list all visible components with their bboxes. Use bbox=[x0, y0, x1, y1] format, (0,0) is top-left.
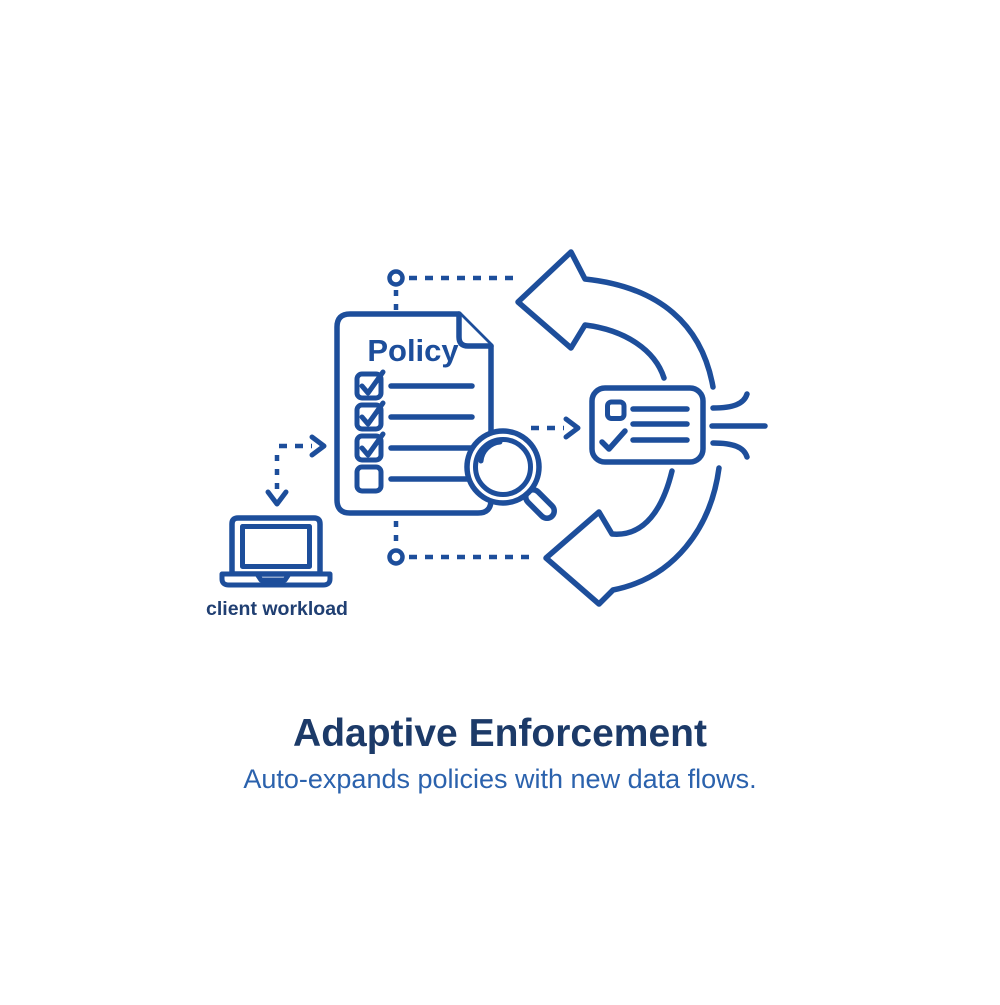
document-outline bbox=[334, 311, 494, 516]
dashed-connector-bottom bbox=[387, 521, 533, 566]
laptop-base bbox=[219, 571, 333, 588]
arrowhead-right-icon bbox=[309, 434, 327, 458]
card-square-icon bbox=[605, 399, 627, 421]
dashed-connector-top bbox=[387, 269, 520, 311]
checklist-row bbox=[354, 464, 475, 494]
policy-title: Policy bbox=[367, 333, 459, 368]
flow-line-top bbox=[710, 391, 750, 411]
caption-block: Adaptive Enforcement Auto-expands polici… bbox=[0, 712, 1000, 795]
checkmark-icon bbox=[359, 400, 386, 427]
magnifier-handle-inner bbox=[528, 492, 552, 516]
checkbox-icon bbox=[354, 402, 384, 432]
page-subtitle: Auto-expands policies with new data flow… bbox=[243, 764, 757, 794]
arrowhead-down-icon bbox=[265, 489, 289, 507]
cycle-arrow-top-icon bbox=[515, 249, 716, 390]
policy-card-icon bbox=[589, 385, 706, 465]
flow-line-bottom bbox=[710, 440, 750, 460]
checklist-row bbox=[354, 431, 475, 463]
checkbox-icon bbox=[354, 464, 384, 494]
connector-node-icon bbox=[387, 269, 405, 287]
magnifier-icon bbox=[464, 428, 557, 521]
checklist-row bbox=[354, 369, 475, 401]
connector-node-icon bbox=[387, 548, 405, 566]
laptop-screen-inner bbox=[240, 524, 312, 569]
arrowhead-right-icon bbox=[563, 416, 581, 440]
flow-lines-icon bbox=[709, 391, 768, 460]
document-fold-icon bbox=[456, 311, 494, 349]
checkmark-icon bbox=[359, 431, 386, 458]
policy-document-icon: Policy bbox=[334, 311, 494, 516]
client-workload-label: client workload bbox=[206, 598, 348, 620]
dashed-connector-card bbox=[531, 416, 581, 440]
dashed-connector-client bbox=[265, 434, 327, 507]
magnifier-highlight bbox=[478, 439, 503, 464]
checkbox-icon bbox=[354, 371, 384, 401]
checkbox-icon bbox=[354, 433, 384, 463]
magnifier-lens-inner bbox=[473, 437, 533, 497]
card-checkmark-icon bbox=[599, 428, 628, 452]
checkmark-icon bbox=[359, 369, 386, 396]
cycle-arrow-bottom-icon bbox=[543, 465, 722, 607]
laptop-icon bbox=[219, 515, 333, 588]
page-title: Adaptive Enforcement bbox=[293, 712, 707, 755]
checklist-row bbox=[354, 400, 475, 432]
